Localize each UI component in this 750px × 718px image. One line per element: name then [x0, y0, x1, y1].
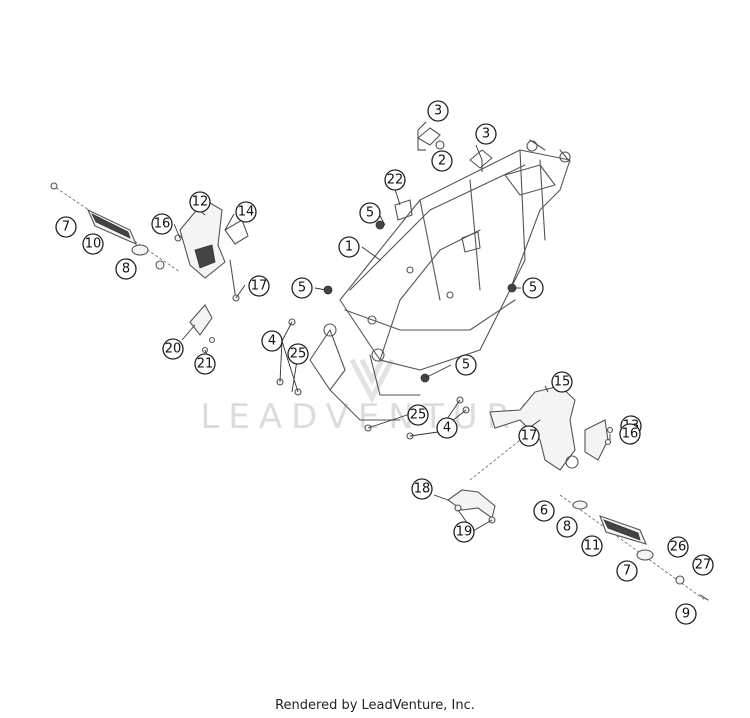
svg-text:7: 7 — [623, 564, 631, 579]
svg-text:27: 27 — [695, 558, 712, 573]
callout-12: 12 — [189, 191, 211, 213]
credit-text: Rendered by LeadVenture, Inc. — [275, 698, 475, 713]
callout-5a: 5 — [359, 202, 381, 224]
callout-17a: 17 — [248, 275, 270, 297]
fasteners — [276, 140, 517, 440]
callout-26: 26 — [667, 536, 689, 558]
svg-text:7: 7 — [62, 220, 70, 235]
svg-text:5: 5 — [298, 281, 306, 296]
svg-text:3: 3 — [434, 104, 442, 119]
svg-text:25: 25 — [410, 408, 427, 423]
svg-text:5: 5 — [462, 358, 470, 373]
svg-text:4: 4 — [443, 421, 451, 436]
svg-text:15: 15 — [554, 375, 571, 390]
left-footpeg-part — [50, 182, 181, 273]
callout-6: 6 — [533, 500, 555, 522]
callout-11: 11 — [581, 535, 603, 557]
frame-part — [309, 127, 571, 421]
svg-text:25: 25 — [290, 347, 307, 362]
watermark-logo — [349, 358, 395, 404]
callout-4a: 4 — [261, 330, 283, 352]
svg-text:20: 20 — [165, 342, 182, 357]
svg-text:16: 16 — [622, 427, 639, 442]
svg-text:8: 8 — [563, 520, 571, 535]
svg-text:1: 1 — [345, 240, 353, 255]
svg-text:11: 11 — [584, 539, 601, 554]
callout-3a: 3 — [427, 100, 449, 122]
callout-25a: 25 — [287, 343, 309, 365]
svg-text:14: 14 — [238, 205, 255, 220]
left-footrest-bracket-part — [174, 199, 249, 302]
callout-16a: 16 — [151, 213, 173, 235]
callout-14: 14 — [235, 201, 257, 223]
svg-text:17: 17 — [521, 429, 538, 444]
callout-3b: 3 — [475, 123, 497, 145]
callout-10: 10 — [82, 233, 104, 255]
svg-text:10: 10 — [85, 237, 102, 252]
callout-5d: 5 — [455, 354, 477, 376]
callout-16b: 16 — [619, 423, 641, 445]
callout-27: 27 — [692, 554, 714, 576]
svg-text:26: 26 — [670, 540, 687, 555]
callout-25b: 25 — [407, 404, 429, 426]
callout-7b: 7 — [616, 560, 638, 582]
svg-text:18: 18 — [414, 482, 431, 497]
svg-text:2: 2 — [438, 154, 446, 169]
svg-text:6: 6 — [540, 504, 548, 519]
callout-5b: 5 — [291, 277, 313, 299]
svg-text:16: 16 — [154, 217, 171, 232]
svg-text:22: 22 — [387, 173, 404, 188]
callout-5c: 5 — [522, 277, 544, 299]
svg-text:19: 19 — [456, 525, 473, 540]
svg-text:21: 21 — [197, 357, 214, 372]
callout-17b: 17 — [518, 425, 540, 447]
callout-8b: 8 — [556, 516, 578, 538]
svg-text:4: 4 — [268, 334, 276, 349]
callout-8a: 8 — [115, 258, 137, 280]
callout-markers: 1 2 3 3 4 4 5 5 5 5 6 7 7 8 8 9 10 11 12… — [55, 100, 714, 625]
callout-19: 19 — [453, 521, 475, 543]
callout-22: 22 — [384, 169, 406, 191]
callout-7a: 7 — [55, 216, 77, 238]
svg-text:5: 5 — [366, 206, 374, 221]
callout-2: 2 — [431, 150, 453, 172]
svg-text:8: 8 — [122, 262, 130, 277]
callout-4b: 4 — [436, 417, 458, 439]
callout-18: 18 — [411, 478, 433, 500]
callout-20: 20 — [162, 338, 184, 360]
svg-text:17: 17 — [251, 279, 268, 294]
svg-text:12: 12 — [192, 195, 209, 210]
svg-text:9: 9 — [682, 607, 690, 622]
left-guard-part — [189, 304, 216, 354]
callout-1: 1 — [338, 236, 360, 258]
svg-text:3: 3 — [482, 127, 490, 142]
svg-text:5: 5 — [529, 281, 537, 296]
right-guard-part — [447, 489, 496, 524]
callout-21: 21 — [194, 353, 216, 375]
callout-9: 9 — [675, 603, 697, 625]
right-footpeg-part — [559, 494, 709, 601]
callout-15: 15 — [551, 371, 573, 393]
